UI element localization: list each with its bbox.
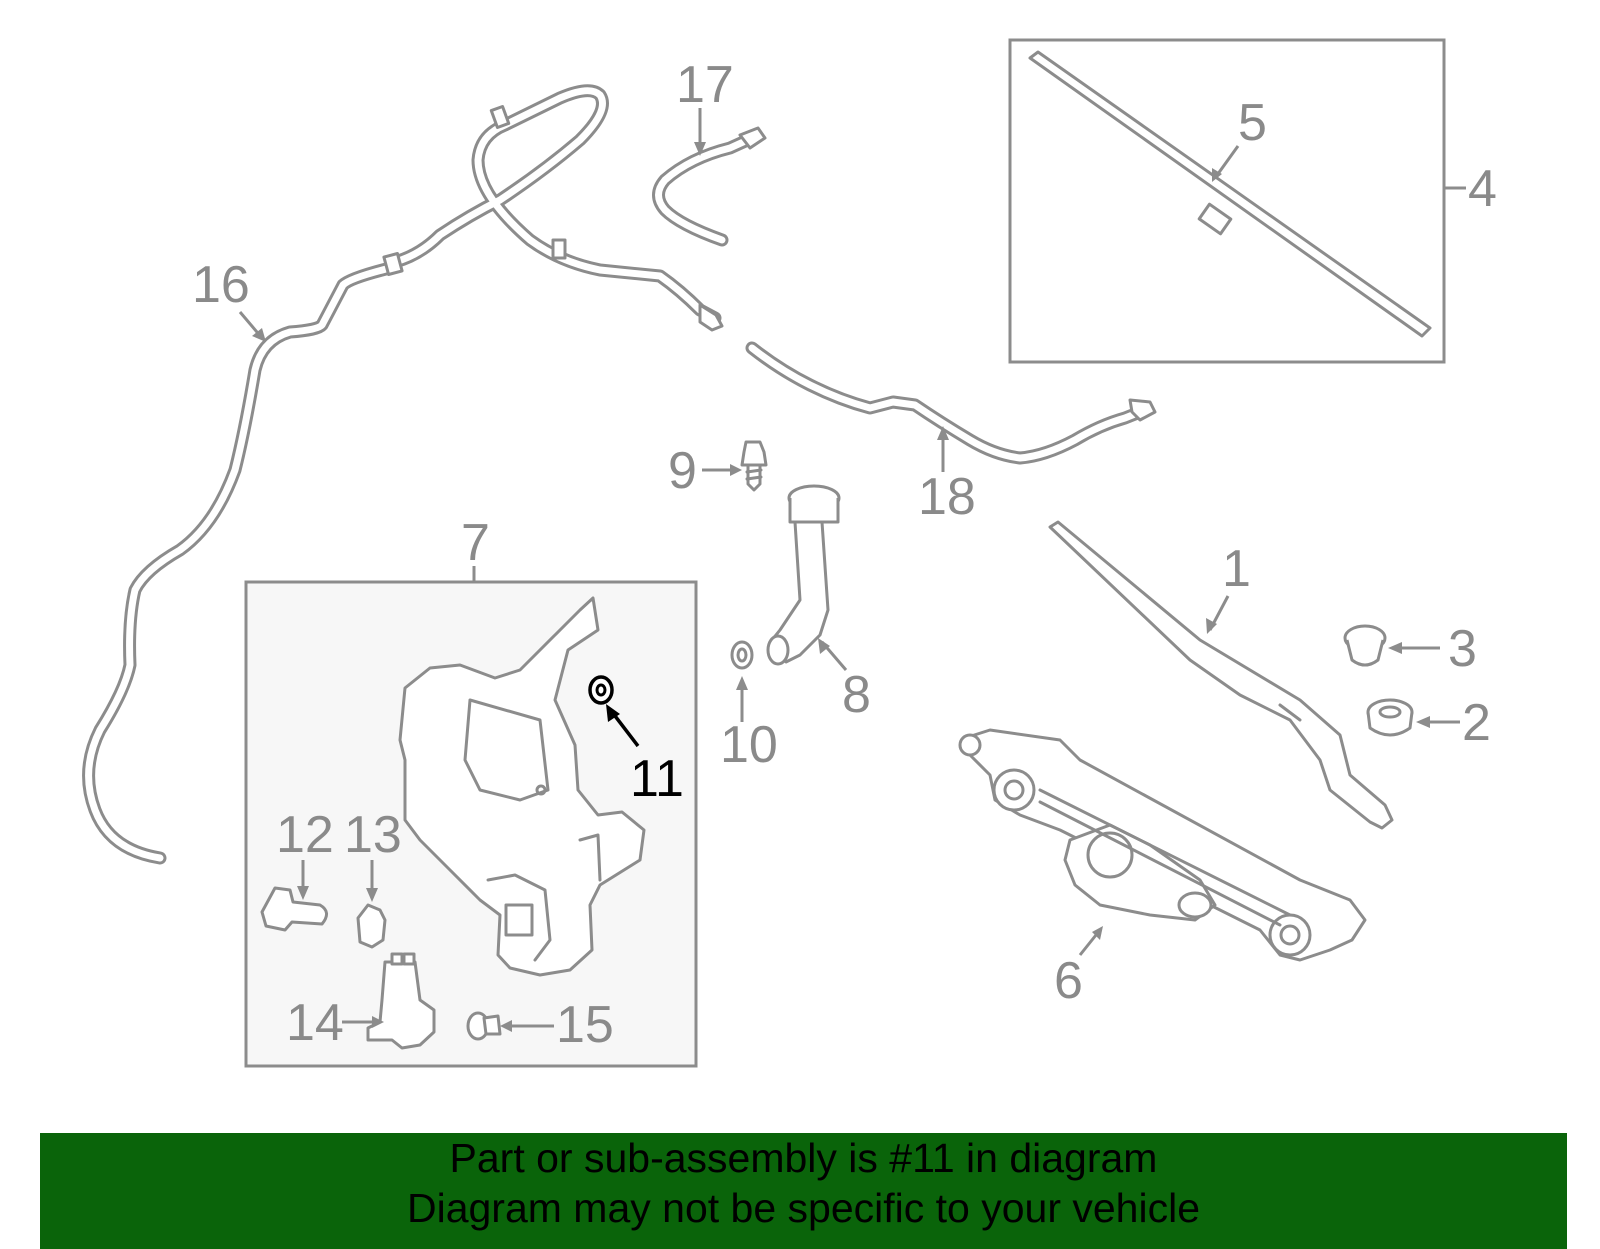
label-3: 3 bbox=[1448, 620, 1477, 678]
leader-arrows bbox=[238, 108, 1466, 1032]
part-6-wiper-motor-linkage[interactable] bbox=[958, 728, 1367, 962]
label-18: 18 bbox=[918, 468, 976, 526]
label-4: 4 bbox=[1468, 160, 1497, 218]
part-17-hose[interactable] bbox=[652, 126, 767, 247]
label-11: 11 bbox=[630, 750, 684, 808]
part-2-nut[interactable] bbox=[1366, 698, 1414, 737]
part-11-grommet[interactable] bbox=[588, 675, 614, 705]
label-16: 16 bbox=[192, 256, 250, 314]
label-17: 17 bbox=[676, 56, 734, 114]
label-8: 8 bbox=[842, 666, 871, 724]
part-8-filler-neck[interactable] bbox=[766, 484, 841, 666]
label-5: 5 bbox=[1238, 94, 1267, 152]
part-13-clip[interactable] bbox=[356, 903, 387, 949]
label-12: 12 bbox=[276, 806, 334, 864]
label-2: 2 bbox=[1462, 694, 1491, 752]
label-6: 6 bbox=[1054, 952, 1083, 1010]
part-18-hose[interactable] bbox=[745, 341, 1157, 465]
label-13: 13 bbox=[344, 806, 402, 864]
part-10-seal[interactable] bbox=[730, 640, 754, 670]
part-3-cap[interactable] bbox=[1343, 624, 1387, 667]
part-16-washer-hose[interactable] bbox=[82, 84, 724, 865]
label-9: 9 bbox=[668, 442, 697, 500]
info-banner: Part or sub-assembly is #11 in diagram D… bbox=[40, 1133, 1567, 1249]
label-15: 15 bbox=[556, 996, 614, 1054]
label-7: 7 bbox=[461, 514, 490, 572]
part-9-bolt[interactable] bbox=[740, 440, 768, 492]
banner-line-part-number: Part or sub-assembly is #11 in diagram bbox=[449, 1135, 1158, 1181]
label-14: 14 bbox=[286, 994, 344, 1052]
part-1-wiper-arm[interactable] bbox=[1048, 520, 1394, 830]
label-10: 10 bbox=[720, 716, 778, 774]
part-12-level-sensor[interactable] bbox=[260, 886, 328, 932]
part-15-grommet[interactable] bbox=[466, 1011, 502, 1041]
part-4-wiper-blade-box[interactable] bbox=[1008, 38, 1446, 364]
part-7-washer-reservoir[interactable] bbox=[398, 596, 646, 977]
banner-line-disclaimer: Diagram may not be specific to your vehi… bbox=[406, 1185, 1200, 1231]
label-1: 1 bbox=[1222, 540, 1251, 598]
